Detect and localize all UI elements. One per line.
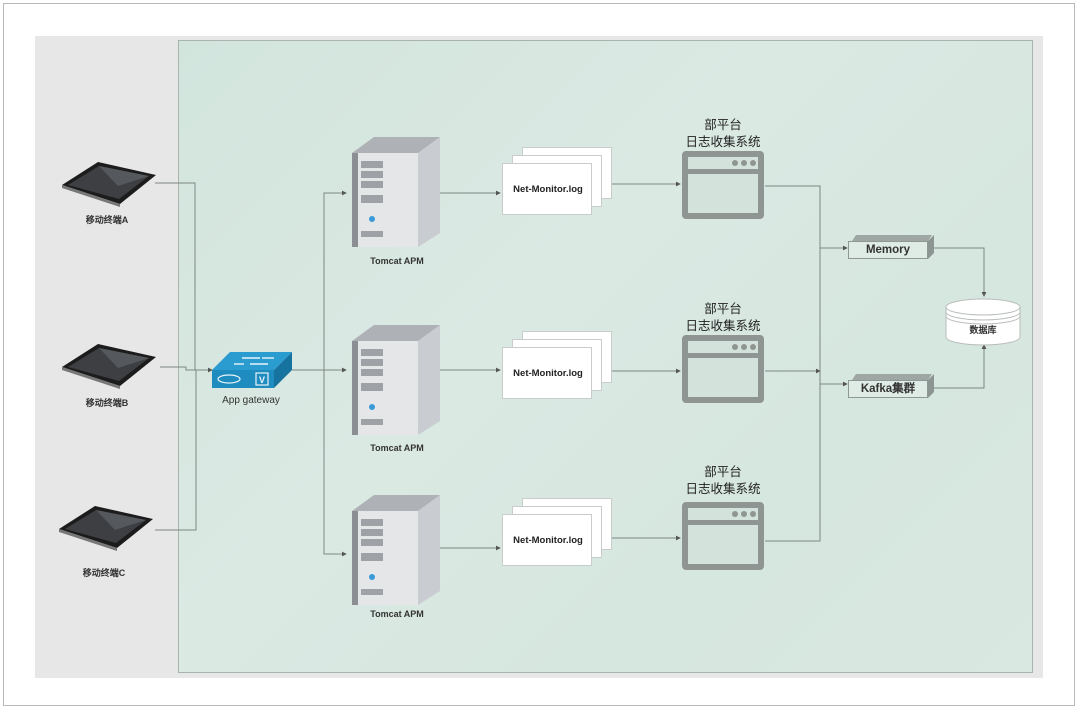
connector-collector-1-out bbox=[765, 185, 821, 248]
gateway-label: App gateway bbox=[222, 395, 280, 406]
connector-collector-3-out bbox=[765, 372, 821, 542]
tablet-icon bbox=[62, 344, 156, 389]
collector-2-title: 部平台 日志收集系统 bbox=[685, 301, 760, 335]
server-tower-icon bbox=[352, 495, 440, 605]
tablet-icon bbox=[62, 162, 156, 207]
server-tower-icon bbox=[352, 137, 440, 247]
log-file-2[interactable]: Net-Monitor.log bbox=[502, 331, 614, 401]
tablet-icon bbox=[59, 506, 153, 551]
log-sheet-front: Net-Monitor.log bbox=[502, 514, 592, 566]
kafka-cluster-node[interactable]: Kafka集群 bbox=[848, 374, 936, 398]
server-3-label: Tomcat APM bbox=[370, 609, 424, 619]
collector-3-title: 部平台 日志收集系统 bbox=[685, 464, 760, 498]
collector-2-title-line1: 部平台 bbox=[704, 302, 742, 316]
log-file-1[interactable]: Net-Monitor.log bbox=[502, 147, 614, 217]
server-1-label: Tomcat APM bbox=[370, 256, 424, 266]
log-file-3-label: Net-Monitor.log bbox=[513, 535, 583, 546]
log-file-2-label: Net-Monitor.log bbox=[513, 368, 583, 379]
log-file-1-label: Net-Monitor.log bbox=[513, 184, 583, 195]
gateway-switch-icon: V bbox=[212, 352, 292, 388]
log-sheet-front: Net-Monitor.log bbox=[502, 163, 592, 215]
server-tower-icon bbox=[352, 325, 440, 435]
collector-1-title: 部平台 日志收集系统 bbox=[685, 117, 760, 151]
memory-node[interactable]: Memory bbox=[848, 235, 936, 259]
database-node[interactable]: 数据库 bbox=[944, 297, 1022, 347]
collector-3-title-line1: 部平台 bbox=[704, 465, 742, 479]
browser-window-icon bbox=[682, 502, 764, 570]
browser-window-icon bbox=[682, 335, 764, 403]
log-sheet-front: Net-Monitor.log bbox=[502, 347, 592, 399]
kafka-label: Kafka集群 bbox=[848, 380, 928, 398]
connector-terminal-c bbox=[155, 370, 197, 531]
gateway-badge: V bbox=[259, 375, 265, 385]
connector-server-1 bbox=[323, 190, 347, 370]
collector-3-title-line2: 日志收集系统 bbox=[685, 482, 761, 496]
log-file-3[interactable]: Net-Monitor.log bbox=[502, 498, 614, 568]
terminal-b-label: 移动终端B bbox=[85, 398, 129, 408]
browser-window-icon bbox=[682, 151, 764, 219]
connector-memory-db bbox=[933, 247, 987, 297]
memory-label: Memory bbox=[848, 241, 928, 259]
connector-terminal-b bbox=[160, 366, 213, 373]
terminal-c-label: 移动终端C bbox=[82, 568, 126, 578]
collector-2-title-line2: 日志收集系统 bbox=[685, 319, 761, 333]
collector-1-title-line1: 部平台 bbox=[704, 118, 742, 132]
connector-kafka-db bbox=[933, 344, 987, 389]
database-cylinder-icon bbox=[945, 298, 1021, 346]
connector-server-3 bbox=[323, 370, 347, 557]
database-label: 数据库 bbox=[969, 325, 997, 335]
connector-terminal-a bbox=[155, 182, 196, 370]
server-2-label: Tomcat APM bbox=[370, 443, 424, 453]
terminal-a-label: 移动终端A bbox=[85, 215, 129, 225]
collector-1-title-line2: 日志收集系统 bbox=[685, 135, 761, 149]
